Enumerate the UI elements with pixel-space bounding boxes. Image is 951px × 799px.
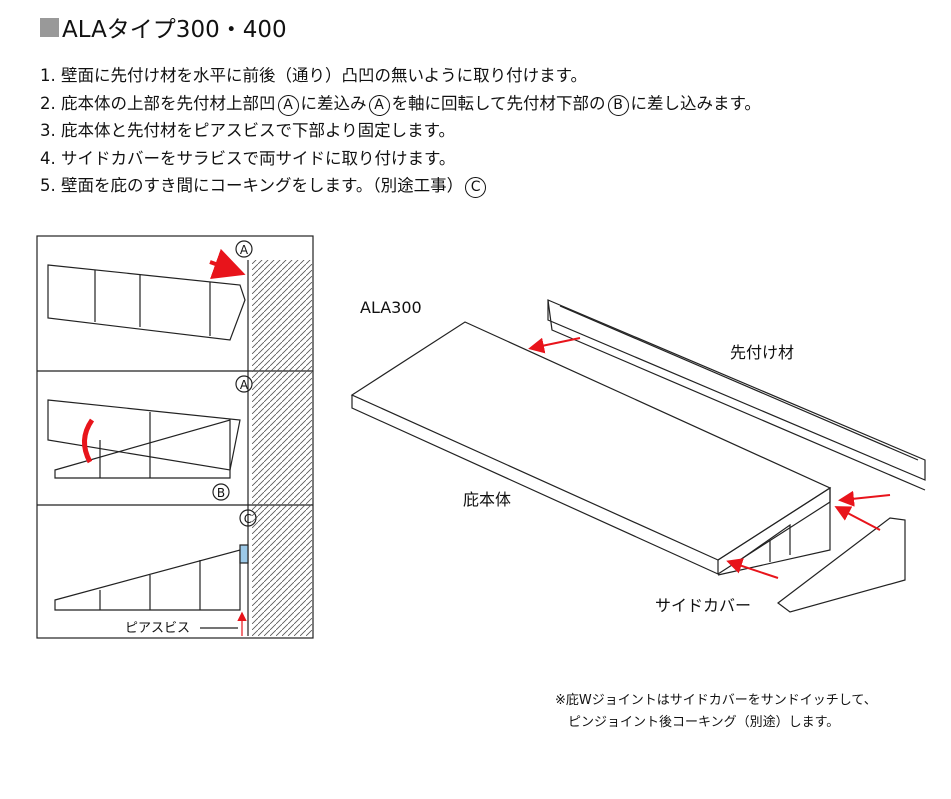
step-num: 4. <box>40 148 56 168</box>
step-text: 庇本体の上部を先付材上部凹 <box>61 93 276 113</box>
step-text: 壁面を庇のすき間にコーキングをします。（別途工事） <box>61 176 464 195</box>
step-text: 庇本体と先付材をピアスビスで下部より固定します。 <box>61 121 456 140</box>
step-num: 1. <box>40 66 56 85</box>
step-text: サイドカバーをサラビスで両サイドに取り付けます。 <box>61 148 456 168</box>
step-diagram-panels: A A B C ピアスビス <box>36 235 314 639</box>
step-5: 5. 壁面を庇のすき間にコーキングをします。（別途工事）C <box>40 172 761 200</box>
page-title: ALAタイプ300・400 <box>40 10 287 44</box>
mark-a: A <box>240 243 249 257</box>
circle-mark: A <box>277 94 299 116</box>
step-4: 4. サイドカバーをサラビスで両サイドに取り付けます。 <box>40 145 761 173</box>
step-num: 2. <box>40 93 56 113</box>
step-num: 5. <box>40 176 56 195</box>
step-text: 壁面に先付け材を水平に前後（通り）凸凹の無いように取り付けます。 <box>61 66 588 85</box>
step-1: 1. 壁面に先付け材を水平に前後（通り）凸凹の無いように取り付けます。 <box>40 62 761 90</box>
flashing-label: 先付け材 <box>730 343 794 362</box>
footnote: ※庇Wジョイントはサイドカバーをサンドイッチして、 ピンジョイント後コーキング（… <box>555 690 877 734</box>
circle-mark: C <box>465 177 487 198</box>
mark-b: B <box>217 486 225 500</box>
mark-a: A <box>240 378 249 392</box>
step-text: を軸に回転して先付材下部の <box>391 93 606 113</box>
note-line: ※庇Wジョイントはサイドカバーをサンドイッチして、 <box>555 693 877 708</box>
circle-mark: A <box>368 94 390 116</box>
wall-hatching <box>252 260 312 636</box>
step-text: に差し込みます。 <box>630 93 761 113</box>
note-line: ピンジョイント後コーキング（別途）します。 <box>568 715 840 730</box>
body-label: 庇本体 <box>463 490 511 509</box>
title-square-icon <box>40 17 59 37</box>
instruction-list: 1. 壁面に先付け材を水平に前後（通り）凸凹の無いように取り付けます。 2. 庇… <box>40 62 761 200</box>
step-3: 3. 庇本体と先付材をピアスビスで下部より固定します。 <box>40 117 761 145</box>
side-cover-label: サイドカバー <box>655 596 751 615</box>
step-num: 3. <box>40 121 56 140</box>
isometric-diagram: ALA300 先付け材 庇本体 サイドカバー <box>350 298 926 615</box>
mark-c: C <box>244 512 252 526</box>
model-label: ALA300 <box>360 298 422 317</box>
title-text: ALAタイプ300・400 <box>62 17 287 43</box>
circle-mark: B <box>607 94 629 116</box>
screw-label: ピアスビス <box>125 621 190 636</box>
step-text: に差込み <box>300 93 367 113</box>
